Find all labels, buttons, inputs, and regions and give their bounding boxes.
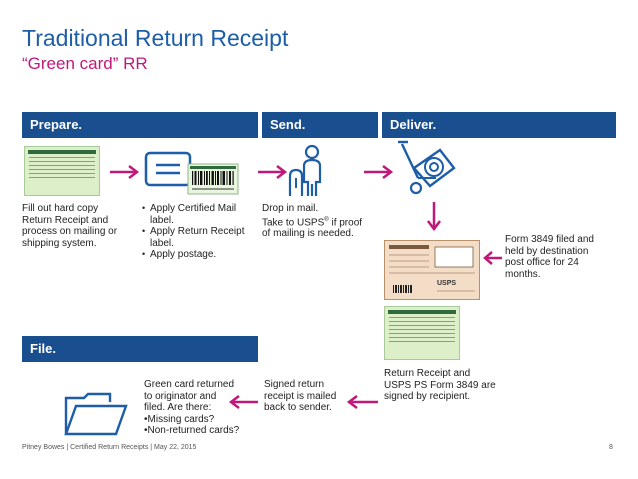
section-bar-send: Send. [262,112,378,138]
prepare-text: Fill out hard copy Return Receipt and pr… [22,203,118,249]
list-item: Apply Return Receipt label. [142,226,252,249]
section-label-prepare: Prepare. [30,117,83,132]
page-title: Traditional Return Receipt [22,25,289,51]
page-number: 8 [609,444,613,451]
send-text-line: of mailing is needed. [262,228,354,240]
send-text-part: if proof [328,216,363,228]
arrow-left-icon [483,251,502,265]
signed-green-card-image [384,306,460,360]
registered-mark: ® [324,216,329,223]
arrow-right-icon [110,165,140,179]
section-bar-file: File. [22,336,258,362]
mail-dropoff-icon [398,140,456,195]
return-text: Signed return receipt is mailed back to … [264,379,337,413]
section-label-send: Send. [270,117,306,132]
list-item: Apply postage. [142,249,252,261]
send-text: Drop in mail. Take to USPS® if proof of … [262,203,384,240]
green-card-image [24,146,100,196]
folder-icon [64,392,128,436]
file-bullet-text: Missing cards? [147,413,215,425]
section-label-deliver: Deliver. [390,117,437,132]
page-subtitle: “Green card” RR [22,54,148,73]
arrow-right-icon [258,165,288,179]
person-mailbox-icon [288,144,322,196]
send-text-part: Take to USPS [262,216,325,228]
prepare-bullet-list: Apply Certified Mail label. Apply Return… [142,203,252,261]
file-bullet-text: Non-returned cards? [147,425,240,436]
form-3849-image: USPS [384,240,480,300]
arrow-left-icon [346,395,378,409]
send-text-line: Drop in mail. [262,203,319,214]
arrow-down-icon [427,202,441,232]
barcode-label-icon [144,151,239,195]
form-3849-text: Form 3849 filed and held by destination … [505,234,594,280]
arrow-right-icon [364,165,394,179]
section-label-file: File. [30,341,57,356]
form-3849-graphic: USPS [389,245,475,293]
list-item: •Non-returned cards? [144,425,240,436]
file-text-intro: Green card returned to originator and fi… [144,379,235,413]
footer-text: Pitney Bowes | Certified Return Receipts… [22,444,197,451]
arrow-left-icon [228,395,258,409]
send-text-line: Take to USPS® if proof [262,215,384,229]
section-bar-deliver: Deliver. [382,112,616,138]
svg-text:USPS: USPS [437,280,456,287]
list-item: •Missing cards? [144,413,215,425]
signed-text: Return Receipt and USPS PS Form 3849 are… [384,368,496,402]
section-bar-prepare: Prepare. [22,112,258,138]
file-text: Green card returned to originator and fi… [144,379,240,437]
list-item: Apply Certified Mail label. [142,203,252,226]
